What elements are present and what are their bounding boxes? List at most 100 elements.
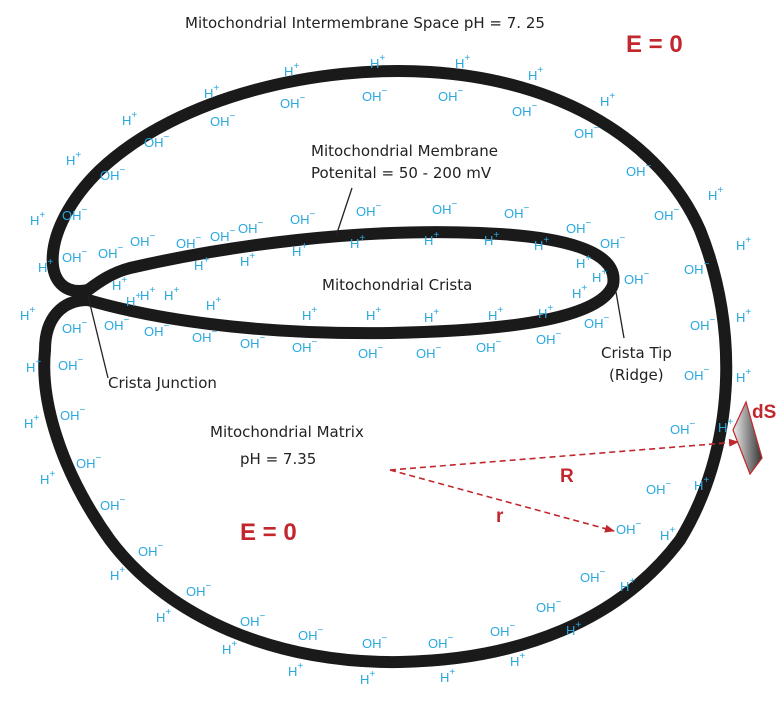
crista-junction-leader-line (87, 295, 109, 379)
hydroxide-ion: OH− (104, 315, 130, 333)
hydroxide-ion: OH− (684, 259, 710, 277)
crista-tip-label-line2: (Ridge) (609, 366, 664, 384)
proton-ion: H+ (302, 305, 317, 323)
membrane-outline (38, 65, 733, 669)
proton-ion: H+ (66, 150, 81, 168)
proton-ion: H+ (566, 620, 581, 638)
hydroxide-ion: OH− (60, 405, 86, 423)
hydroxide-ion: OH− (362, 633, 388, 651)
hydroxide-ion: OH− (584, 313, 610, 331)
hydroxide-ion: OH− (566, 218, 592, 236)
hydroxide-ion: OH− (438, 86, 464, 104)
proton-ion: H+ (736, 367, 751, 385)
proton-ion: H+ (510, 651, 525, 669)
membrane-potential-label-line1: Mitochondrial Membrane (311, 142, 498, 160)
hydroxide-ion: OH− (690, 315, 716, 333)
proton-ion: H+ (576, 253, 591, 271)
hydroxide-ion: OH− (432, 199, 458, 217)
hydroxide-ion: OH− (670, 419, 696, 437)
hydroxide-ion: OH− (62, 318, 88, 336)
surface-element-ds (732, 400, 763, 476)
hydroxide-ion: OH− (62, 247, 88, 265)
small-r-vector (389, 469, 615, 533)
proton-ion: H+ (736, 307, 751, 325)
hydroxide-ion: OH− (76, 453, 102, 471)
membrane-leader-line (335, 187, 353, 237)
hydroxide-ion: OH− (240, 333, 266, 351)
hydroxide-ion: OH− (580, 567, 606, 585)
hydroxide-ion: OH− (290, 209, 316, 227)
proton-ion: H+ (222, 639, 237, 657)
proton-ion: H+ (240, 251, 255, 269)
hydroxide-ion: OH− (280, 93, 306, 111)
proton-ion: H+ (156, 607, 171, 625)
hydroxide-ion: OH− (574, 123, 600, 141)
proton-ion: H+ (572, 283, 587, 301)
matrix-label-line1: Mitochondrial Matrix (210, 423, 364, 441)
proton-ion: H+ (24, 413, 39, 431)
hydroxide-ion: OH− (684, 365, 710, 383)
hydroxide-ion: OH− (210, 111, 236, 129)
proton-ion: H+ (440, 667, 455, 685)
proton-ion: H+ (534, 235, 549, 253)
proton-ion: H+ (424, 230, 439, 248)
crista-tip-leader-line (615, 291, 625, 339)
hydroxide-ion: OH− (210, 226, 236, 244)
hydroxide-ion: OH− (356, 201, 382, 219)
hydroxide-ion: OH− (98, 243, 124, 261)
proton-ion: H+ (718, 417, 733, 435)
hydroxide-ion: OH− (536, 329, 562, 347)
intermembrane-space-label: Mitochondrial Intermembrane Space pH = 7… (185, 14, 545, 32)
hydroxide-ion: OH− (130, 231, 156, 249)
hydroxide-ion: OH− (616, 519, 642, 537)
hydroxide-ion: OH− (238, 218, 264, 236)
proton-ion: H+ (424, 307, 439, 325)
hydroxide-ion: OH− (626, 161, 652, 179)
hydroxide-ion: OH− (624, 269, 650, 287)
crista-tip-label-line1: Crista Tip (601, 344, 672, 362)
hydroxide-ion: OH− (654, 205, 680, 223)
proton-ion: H+ (360, 669, 375, 687)
hydroxide-ion: OH− (504, 203, 530, 221)
proton-ion: H+ (140, 285, 155, 303)
hydroxide-ion: OH− (100, 165, 126, 183)
hydroxide-ion: OH− (298, 625, 324, 643)
hydroxide-ion: OH− (428, 633, 454, 651)
ds-label: dS (752, 402, 776, 423)
crista-label: Mitochondrial Crista (322, 276, 472, 294)
matrix-field-label: E = 0 (240, 519, 297, 546)
hydroxide-ion: OH− (416, 343, 442, 361)
hydroxide-ion: OH− (144, 321, 170, 339)
hydroxide-ion: OH− (186, 581, 212, 599)
hydroxide-ion: OH− (536, 597, 562, 615)
hydroxide-ion: OH− (100, 495, 126, 513)
proton-ion: H+ (292, 241, 307, 259)
proton-ion: H+ (288, 661, 303, 679)
proton-ion: H+ (455, 53, 470, 71)
proton-ion: H+ (122, 110, 137, 128)
big-r-vector (389, 438, 739, 471)
proton-ion: H+ (366, 305, 381, 323)
big-r-label: R (560, 466, 574, 487)
hydroxide-ion: OH− (646, 479, 672, 497)
proton-ion: H+ (20, 305, 35, 323)
hydroxide-ion: OH− (62, 205, 88, 223)
crista-junction-label: Crista Junction (108, 374, 217, 392)
proton-ion: H+ (592, 267, 607, 285)
small-r-label: r (496, 506, 504, 527)
matrix-ph-label: pH = 7.35 (240, 450, 316, 468)
proton-ion: H+ (736, 235, 751, 253)
hydroxide-ion: OH− (512, 101, 538, 119)
hydroxide-ion: OH− (144, 132, 170, 150)
proton-ion: H+ (206, 295, 221, 313)
outside-field-label: E = 0 (626, 31, 683, 58)
proton-ion: H+ (484, 230, 499, 248)
hydroxide-ion: OH− (292, 337, 318, 355)
proton-ion: H+ (110, 565, 125, 583)
proton-ion: H+ (40, 469, 55, 487)
hydroxide-ion: OH− (362, 86, 388, 104)
hydroxide-ion: OH− (176, 233, 202, 251)
hydroxide-ion: OH− (240, 611, 266, 629)
membrane-potential-label-line2: Potenital = 50 - 200 mV (311, 164, 492, 182)
